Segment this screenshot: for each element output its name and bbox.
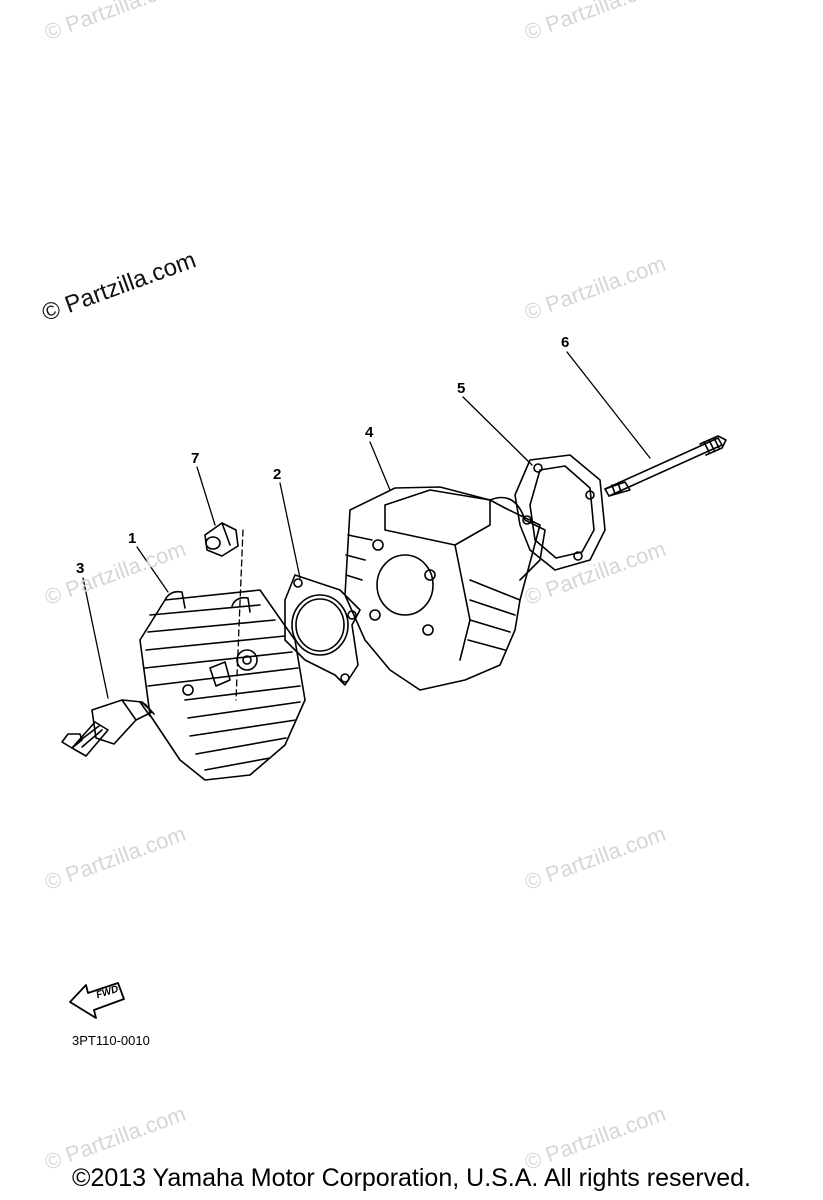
leader-lines [82, 351, 651, 701]
callout-2: 2 [273, 466, 282, 483]
callout-1: 1 [128, 530, 137, 547]
part-4-cylinder [344, 486, 546, 691]
copyright-notice: ©2013 Yamaha Motor Corporation, U.S.A. A… [72, 1164, 751, 1192]
part-5-base-gasket [514, 454, 606, 571]
callout-5: 5 [457, 380, 466, 397]
callout-4: 4 [365, 424, 374, 441]
fwd-arrow-icon [69, 982, 125, 1019]
part-7-nut [204, 522, 239, 557]
callout-7: 7 [191, 450, 200, 467]
part-1-cylinder-head [139, 589, 306, 781]
callout-6: 6 [561, 334, 570, 351]
part-6-stud-bolt [604, 435, 727, 497]
part-3-plug [61, 699, 155, 757]
callout-3: 3 [76, 560, 85, 577]
part-2-gasket [284, 574, 361, 686]
diagram-code: 3PT110-0010 [72, 1033, 150, 1048]
